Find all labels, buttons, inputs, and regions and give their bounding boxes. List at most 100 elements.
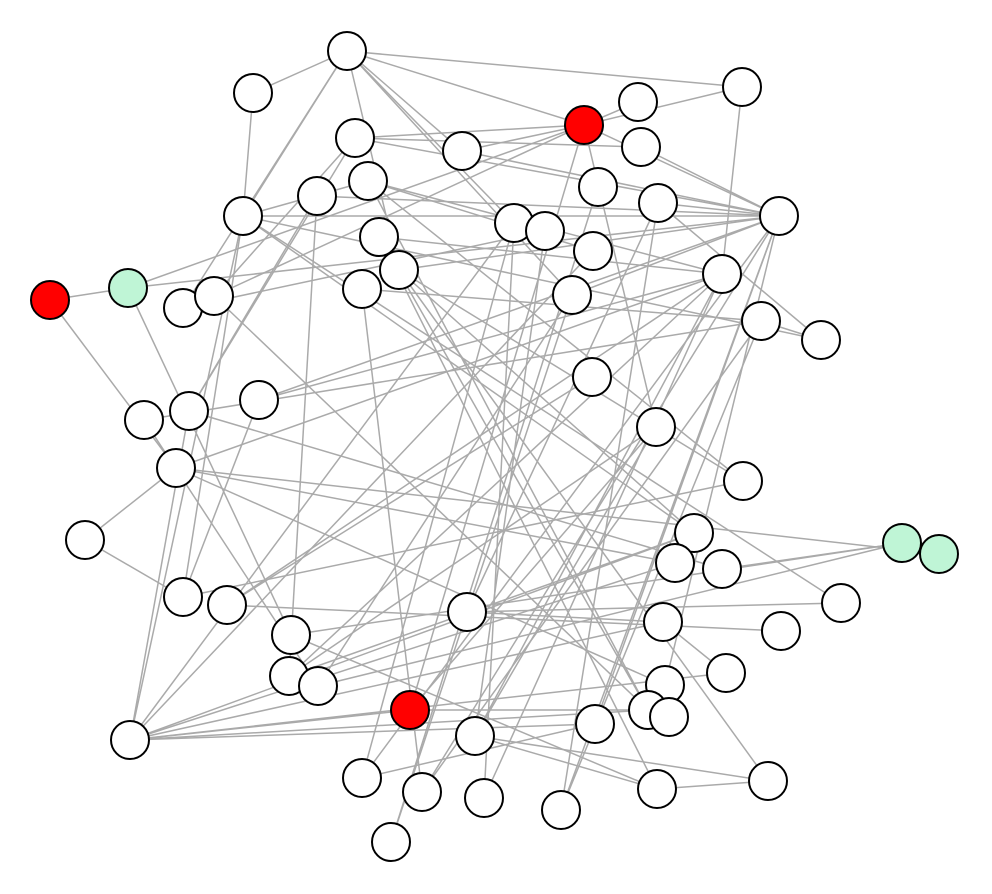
graph-edge [571, 215, 780, 296]
graph-node [464, 778, 504, 818]
graph-node [621, 127, 661, 167]
graph-node [649, 697, 689, 737]
graph-edge [288, 195, 318, 677]
graph-edge [226, 273, 723, 606]
graph-edge [421, 215, 780, 793]
graph-edge [127, 287, 292, 636]
graph-node [379, 250, 419, 290]
graph-edge [242, 92, 254, 217]
graph-node [207, 585, 247, 625]
graph-edge [378, 236, 723, 275]
graph-node [636, 407, 676, 447]
graph-node [821, 583, 861, 623]
graph-node [638, 183, 678, 223]
graph-edge [316, 195, 780, 217]
graph-edge [188, 195, 318, 412]
graph-node-green [919, 534, 959, 574]
node-layer [30, 31, 959, 862]
graph-node [442, 131, 482, 171]
graph-edge [242, 215, 695, 534]
graph-edge [378, 236, 658, 790]
graph-edge [49, 299, 177, 469]
graph-node [271, 615, 311, 655]
graph-node [194, 276, 234, 316]
graph-edge [127, 124, 585, 289]
graph-node [575, 704, 615, 744]
graph-node [722, 67, 762, 107]
graph-edge [288, 273, 723, 677]
graph-node [335, 118, 375, 158]
graph-node [761, 611, 801, 651]
graph-node [327, 31, 367, 71]
graph-edge [129, 709, 411, 741]
graph-edge [290, 634, 658, 790]
graph-node [702, 254, 742, 294]
graph-edge [354, 124, 585, 139]
graph-node-red [30, 280, 70, 320]
graph-edge [583, 124, 780, 217]
graph-edge [483, 222, 515, 799]
graph-node [643, 602, 683, 642]
graph-node [169, 391, 209, 431]
graph-edge [657, 202, 780, 217]
graph-edge [129, 709, 649, 741]
graph-edge [346, 50, 585, 126]
graph-edge [354, 137, 642, 148]
graph-edge [483, 273, 723, 799]
graph-edge [346, 50, 515, 224]
graph-node [706, 653, 746, 693]
graph-edge [461, 150, 780, 217]
graph-edge [421, 320, 762, 793]
graph-edge [182, 480, 744, 598]
graph-node-red [564, 105, 604, 145]
graph-edge [367, 180, 744, 482]
graph-node [702, 549, 742, 589]
graph-edge [188, 410, 723, 570]
graph-edge [129, 723, 596, 741]
graph-node [741, 301, 781, 341]
graph-node [402, 772, 442, 812]
graph-node [371, 822, 411, 862]
graph-edge [290, 542, 903, 636]
graph-edge [474, 273, 723, 737]
graph-edge [182, 50, 348, 309]
graph-edge [143, 320, 762, 421]
graph-edge [288, 426, 657, 677]
graph-node [156, 448, 196, 488]
graph-node [572, 357, 612, 397]
graph-node [525, 211, 565, 251]
graph-edge [182, 399, 260, 598]
graph-node [348, 161, 388, 201]
graph-node [124, 400, 164, 440]
graph-edge [317, 294, 573, 687]
graph-node [552, 275, 592, 315]
graph-edge [398, 269, 744, 482]
graph-edge [242, 215, 822, 341]
graph-edge [129, 562, 676, 741]
graph-node [298, 666, 338, 706]
graph-edge [317, 542, 903, 687]
edge-layer [49, 50, 940, 843]
graph-edge [398, 269, 695, 534]
graph-edge [583, 86, 743, 126]
graph-edge [129, 532, 695, 741]
graph-node-red [390, 690, 430, 730]
graph-node [759, 196, 799, 236]
graph-edge [640, 146, 780, 217]
graph-node [110, 720, 150, 760]
graph-edge [346, 50, 463, 152]
graph-node [674, 513, 714, 553]
graph-node [447, 592, 487, 632]
graph-edge [466, 202, 659, 613]
graph-edge [258, 215, 780, 401]
graph-edge [213, 137, 356, 297]
graph-node [223, 196, 263, 236]
graph-edge [129, 621, 664, 741]
graph-edge [474, 426, 657, 737]
graph-edge [226, 376, 593, 606]
graph-node [578, 167, 618, 207]
graph-edge [182, 215, 244, 598]
graph-node [342, 758, 382, 798]
graph-node [455, 716, 495, 756]
